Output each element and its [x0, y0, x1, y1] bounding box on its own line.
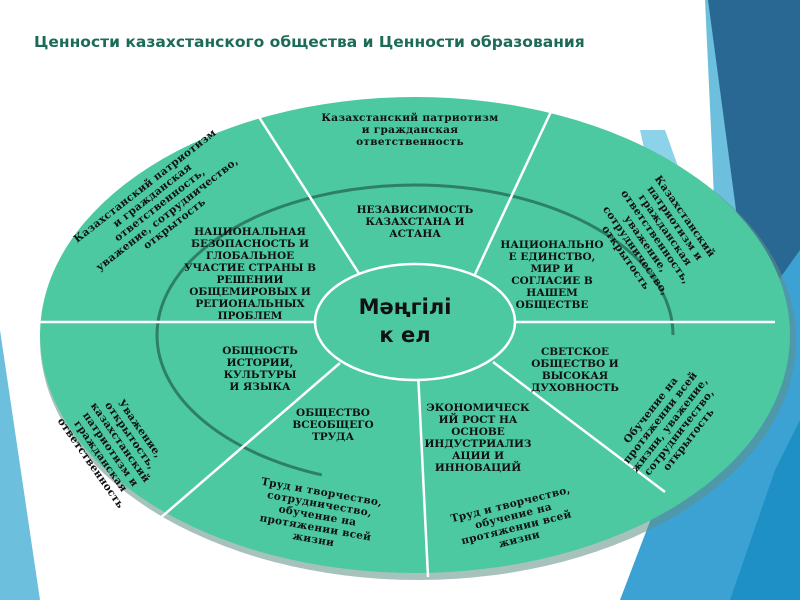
outer-segment-top: Казахстанский патриотизм и гражданская о…: [321, 112, 499, 149]
inner-segment-common-history: ОБЩНОСТЬ ИСТОРИИ, КУЛЬТУРЫ И ЯЗЫКА: [222, 345, 298, 394]
inner-segment-independence: НЕЗАВИСИМОСТЬ КАЗАХСТАНА И АСТАНА: [356, 204, 474, 241]
inner-segment-secular-society: СВЕТСКОЕ ОБЩЕСТВО И ВЫСОКАЯ ДУХОВНОСТЬ: [531, 346, 619, 395]
inner-segment-national-unity: НАЦИОНАЛЬНО Е ЕДИНСТВО, МИР И СОГЛАСИЕ В…: [500, 239, 604, 312]
right-deep-blue-shape: [730, 420, 800, 600]
inner-segment-universal-labor: ОБЩЕСТВО ВСЕОБЩЕГО ТРУДА: [292, 407, 374, 444]
wheel-dividers: [40, 102, 775, 578]
inner-segment-economic-growth: ЭКОНОМИЧЕСК ИЙ РОСТ НА ОСНОВЕ ИНДУСТРИАЛ…: [424, 402, 532, 475]
wheel-center: [313, 262, 517, 382]
wheel-inner-arc: [155, 183, 675, 487]
left-accent-shape: [0, 330, 40, 600]
center-label: Мәңгілі к ел: [358, 295, 452, 348]
slide-title: Ценности казахстанского общества и Ценно…: [34, 33, 585, 51]
inner-segment-national-security: НАЦИОНАЛЬНАЯ БЕЗОПАСНОСТЬ И ГЛОБАЛЬНОЕ У…: [183, 226, 317, 323]
